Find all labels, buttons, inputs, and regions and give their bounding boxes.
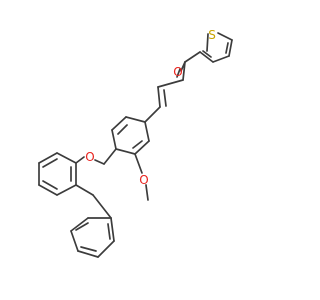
carbonyl-oxygen-label: O <box>173 65 182 79</box>
bond <box>199 51 214 63</box>
bond <box>42 180 58 190</box>
bond <box>75 222 89 231</box>
bonds <box>38 32 233 258</box>
bond <box>80 246 97 252</box>
bond <box>111 116 127 131</box>
bond <box>184 51 201 63</box>
bond <box>70 217 89 232</box>
bond <box>182 61 186 81</box>
bond <box>103 148 117 165</box>
bond <box>38 152 58 164</box>
bond <box>157 86 161 108</box>
bond <box>144 106 161 123</box>
bond <box>94 159 105 165</box>
bond <box>75 184 94 196</box>
ether-oxygen-label: O <box>85 150 94 164</box>
bond <box>115 148 136 155</box>
molecule-diagram: O S O O <box>38 28 233 258</box>
bond <box>206 33 209 52</box>
bond <box>217 32 233 41</box>
atom-labels: O S O O <box>85 28 216 187</box>
bond <box>75 156 85 164</box>
structure-canvas: O S O O <box>38 28 233 258</box>
methoxy-oxygen-label: O <box>139 173 148 187</box>
bond <box>110 217 115 242</box>
bond <box>202 50 212 58</box>
bond <box>125 116 146 123</box>
bond <box>145 184 149 201</box>
bond <box>70 230 79 252</box>
bond <box>38 184 58 196</box>
bond <box>176 68 181 78</box>
bond <box>157 79 184 88</box>
bond <box>111 129 117 150</box>
bond <box>134 140 150 155</box>
bond <box>163 89 167 107</box>
thiophene-sulfur-label: S <box>208 28 216 42</box>
bond <box>132 140 143 149</box>
bond <box>56 184 77 196</box>
bond <box>117 124 128 135</box>
bond <box>144 121 150 142</box>
bond <box>56 152 77 164</box>
bond <box>92 194 112 219</box>
bond <box>107 223 111 240</box>
bond <box>212 55 230 63</box>
bond <box>97 240 115 258</box>
bond <box>225 42 229 54</box>
bond <box>77 250 99 258</box>
bond <box>42 158 58 168</box>
bond <box>134 153 143 174</box>
bond <box>228 39 233 57</box>
